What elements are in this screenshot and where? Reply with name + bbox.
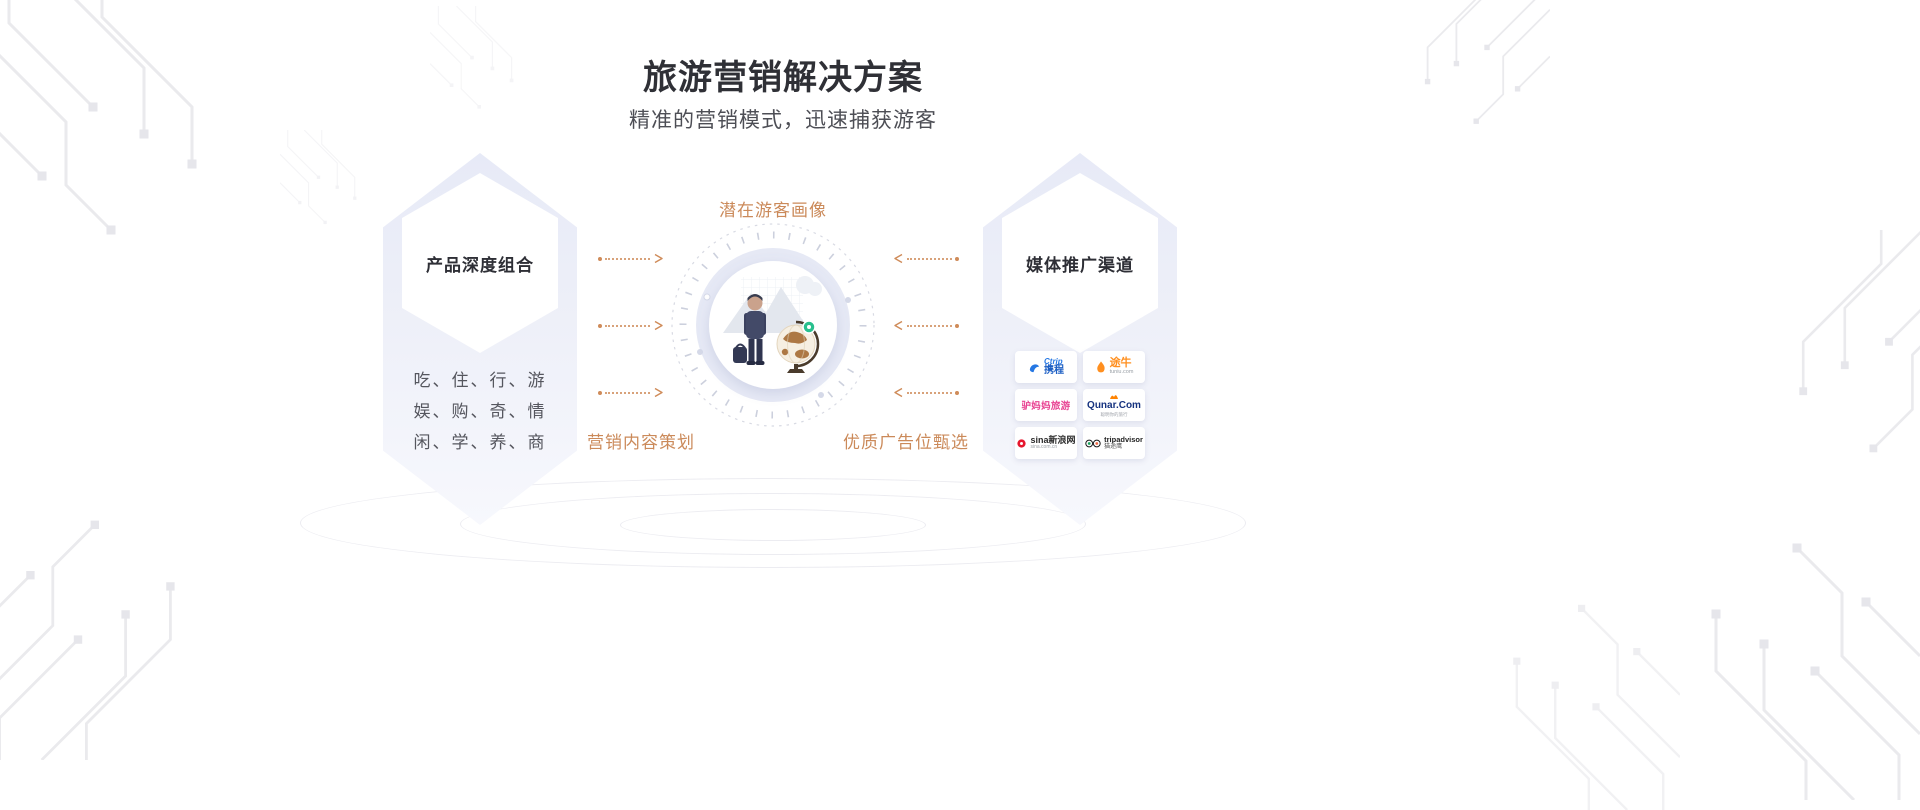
logo-tuniu: 途牛 tuniu.com — [1083, 351, 1145, 383]
page-title: 旅游营销解决方案 — [643, 59, 923, 97]
connector-right-3 — [893, 387, 959, 398]
product-card: 产品深度组合 吃、住、行、游 娱、购、奇、情 闲、学、养、商 — [383, 153, 577, 525]
label-quality-ad-selection: 优质广告位甄选 — [843, 433, 969, 452]
ripple-ellipse-outer — [300, 478, 1246, 568]
label-marketing-content-planning: 营销内容策划 — [587, 433, 695, 452]
ctrip-dolphin-icon — [1029, 363, 1040, 372]
circuit-pattern-bottom-right-2 — [1440, 570, 1680, 810]
product-line: 娱、购、奇、情 — [413, 402, 547, 421]
logo-lvmama: 驴妈妈旅游 — [1015, 389, 1077, 421]
traveler-globe-illustration — [671, 223, 875, 427]
ripple-ellipse-middle — [460, 493, 1086, 555]
connector-dot — [955, 323, 959, 328]
circuit-pattern-left-faint — [280, 130, 390, 240]
label-potential-tourist-portrait: 潜在游客画像 — [719, 201, 827, 220]
connector-left-3 — [598, 387, 664, 398]
connector-dot — [598, 323, 602, 328]
media-card-title: 媒体推广渠道 — [1026, 255, 1134, 275]
media-card-hexagon: 媒体推广渠道 — [1002, 173, 1158, 353]
ripple-ellipse-inner — [620, 509, 926, 541]
arrow-left-icon — [894, 320, 903, 331]
arrow-left-icon — [894, 253, 903, 264]
media-logos-grid: Ctrip 携程 途牛 tuniu.com 驴妈妈旅游 Qunar.Com 聪明… — [1015, 351, 1145, 459]
arrow-right-icon — [654, 253, 663, 264]
circuit-pattern-top-left — [0, 0, 288, 278]
product-card-hexagon: 产品深度组合 — [402, 173, 558, 353]
circuit-pattern-bottom-left — [0, 480, 260, 760]
connector-right-2 — [893, 320, 959, 331]
connector-left-1 — [598, 253, 664, 264]
tripadvisor-owl-icon — [1085, 439, 1101, 447]
arrow-left-icon — [894, 387, 903, 398]
circuit-pattern-bottom-right — [1620, 500, 1920, 800]
logo-qunar: Qunar.Com 聪明你的旅行 — [1083, 389, 1145, 421]
connector-dot — [955, 390, 959, 395]
product-card-title: 产品深度组合 — [426, 255, 534, 275]
logo-sina: sina新浪网 sina.com.cn — [1015, 427, 1077, 459]
product-list: 吃、住、行、游 娱、购、奇、情 闲、学、养、商 — [383, 365, 577, 458]
center-illustration — [663, 215, 883, 435]
circuit-pattern-right — [1720, 230, 1920, 490]
page-subtitle: 精准的营销模式，迅速捕获游客 — [629, 109, 937, 132]
connector-left-2 — [598, 320, 664, 331]
connector-right-1 — [893, 253, 959, 264]
logo-tripadvisor: tripadvisor 猫途鹰 — [1083, 427, 1145, 459]
qunar-camel-icon — [1110, 394, 1118, 399]
connector-dot — [598, 256, 602, 261]
connector-dot — [955, 256, 959, 261]
sina-eye-icon — [1017, 438, 1027, 448]
product-line: 闲、学、养、商 — [413, 433, 547, 452]
tuniu-flame-icon — [1096, 361, 1105, 373]
product-line: 吃、住、行、游 — [413, 371, 547, 390]
arrow-right-icon — [654, 387, 663, 398]
arrow-right-icon — [654, 320, 663, 331]
media-card: 媒体推广渠道 Ctrip 携程 途牛 tuniu.com 驴妈妈旅游 Qunar… — [983, 153, 1177, 525]
connector-dot — [598, 390, 602, 395]
logo-ctrip: Ctrip 携程 — [1015, 351, 1077, 383]
